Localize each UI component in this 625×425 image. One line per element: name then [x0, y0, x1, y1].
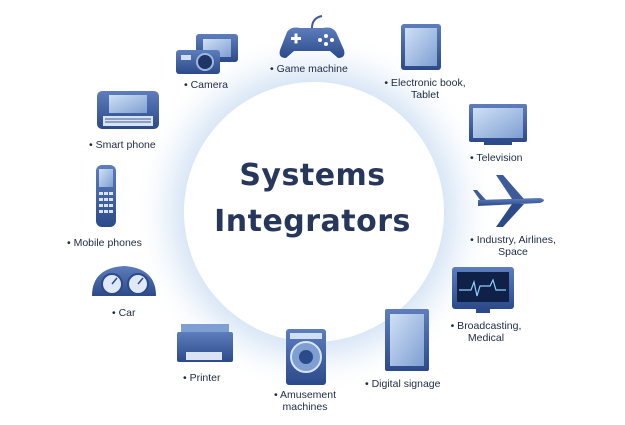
printer-label: • Printer [183, 372, 221, 384]
electronic-book-label-line-1: • Electronic book, [384, 77, 466, 89]
television-label: • Television [470, 152, 523, 164]
electronic-book-label-line-2: Tablet [410, 89, 440, 101]
electronic-book-label: • Electronic book, Tablet [375, 77, 475, 101]
broadcasting-label: • Broadcasting, Medical [441, 320, 531, 344]
digital-signage-icon [385, 309, 429, 371]
tablet-icon [401, 24, 441, 70]
amusement-machines-label-line-1: • Amusement [273, 389, 337, 401]
game-controller-icon [279, 15, 345, 58]
industry-airlines-label-line-2: Space [498, 246, 528, 258]
industry-airlines-label: • Industry, Airlines, Space [460, 234, 566, 258]
digital-signage-label: • Digital signage [365, 378, 441, 390]
airplane-icon [473, 175, 544, 227]
camera-icon [176, 34, 238, 74]
amusement-machines-label: • Amusement machines [260, 389, 350, 413]
car-label: • Car [112, 307, 136, 319]
car-dashboard-icon [92, 266, 156, 296]
medical-monitor-icon [452, 267, 514, 313]
mobile-phones-label: • Mobile phones [67, 237, 142, 249]
mobile-phone-icon [96, 165, 116, 227]
smartphone-icon [97, 91, 159, 129]
industry-airlines-label-line-1: • Industry, Airlines, [470, 234, 556, 246]
television-icon [469, 104, 527, 145]
amusement-machine-icon [286, 329, 326, 385]
amusement-machines-label-line-2: machines [282, 401, 328, 413]
smart-phone-label: • Smart phone [89, 139, 156, 151]
game-machine-label: • Game machine [270, 63, 348, 75]
broadcasting-label-line-2: Medical [467, 332, 505, 344]
diagram-title-line-1: Systems [239, 158, 386, 193]
camera-label: • Camera [184, 79, 228, 91]
center-circle [184, 82, 444, 342]
diagram-title-line-2: Integrators [214, 204, 411, 239]
printer-icon [177, 324, 233, 362]
broadcasting-label-line-1: • Broadcasting, [450, 320, 522, 332]
